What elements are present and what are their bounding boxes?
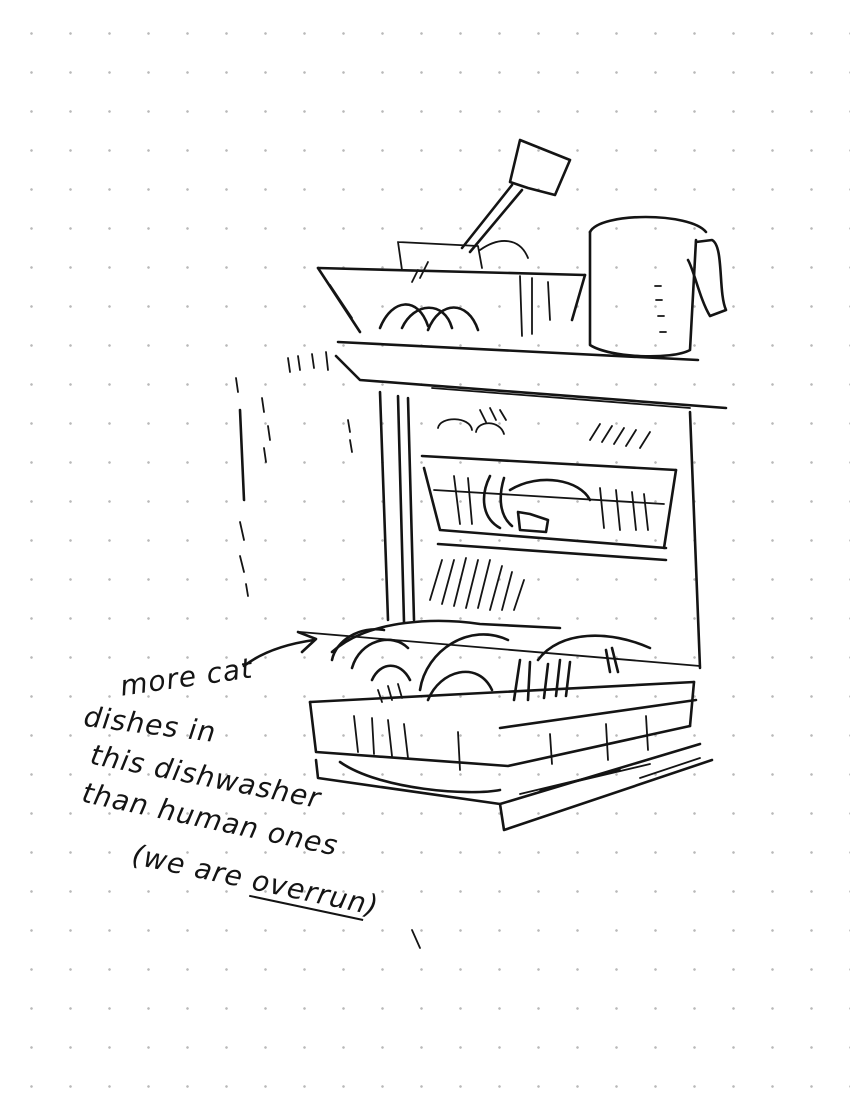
countertop-items (316, 138, 728, 358)
caption-scribbles (411, 929, 421, 949)
spray-lines (429, 557, 525, 611)
lower-rack (299, 619, 714, 832)
dishwasher-body (235, 340, 728, 670)
upper-rack (420, 407, 678, 562)
pointer-arrow (242, 630, 318, 668)
